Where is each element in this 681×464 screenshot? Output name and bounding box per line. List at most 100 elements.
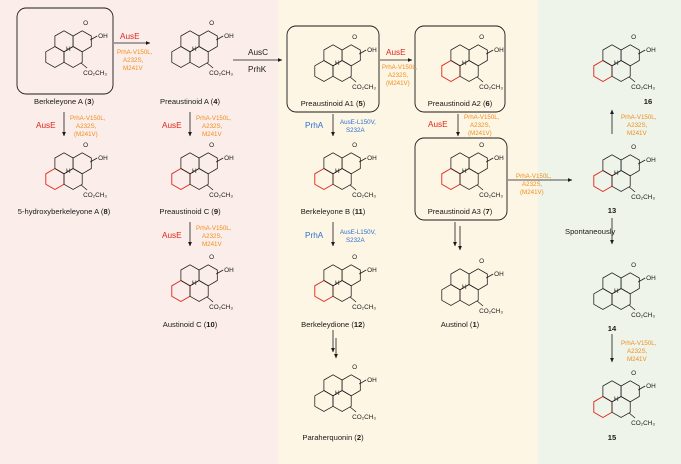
substituent-bond	[359, 379, 367, 385]
substituent-bond	[638, 49, 646, 55]
compound-number: 11	[355, 207, 364, 216]
ring-bond	[198, 264, 218, 287]
mutant-label: M241V	[202, 131, 222, 138]
compound-label-15: 15	[608, 433, 617, 442]
enzyme-label: AusE	[386, 48, 406, 57]
molecule-10: OH CO₂CH₃ H O	[171, 254, 234, 311]
compound-number: 1	[472, 320, 477, 329]
atom-ester: CO₂CH₃	[209, 304, 233, 311]
substituent-bond	[349, 184, 357, 191]
substituent-bond	[638, 277, 646, 283]
substituent-bond	[628, 304, 636, 311]
mutant-label: A232S,	[470, 122, 491, 129]
compound-labels: Berkeleyone A (3)Preaustinoid A (4)Preau…	[18, 97, 652, 442]
mutant-label: S232A	[346, 237, 365, 244]
compound-name-close: )	[361, 433, 364, 442]
atom-oh: OH	[224, 155, 234, 162]
atom-h: H	[462, 168, 467, 175]
substituent-bond	[359, 49, 367, 55]
atom-oh: OH	[224, 267, 234, 274]
substituent-bond	[349, 76, 357, 83]
substituent-bond	[80, 62, 88, 69]
compound-name: Austinoid C (	[163, 320, 207, 329]
compound-number: 5	[359, 99, 364, 108]
atom-o: O	[209, 142, 214, 149]
substituent-bond	[628, 186, 636, 193]
compound-name-close: )	[91, 97, 94, 106]
atom-h: H	[335, 60, 340, 67]
substituent-bond	[628, 412, 636, 419]
compound-name-close: )	[363, 99, 366, 108]
ring-bond	[341, 152, 361, 175]
compound-name: Preaustinoid C (	[159, 207, 214, 216]
compound-label-16: 16	[644, 97, 652, 106]
mutant-label: (M241V)	[520, 189, 544, 196]
compound-name-close: )	[362, 320, 365, 329]
substituent-bond	[349, 406, 357, 413]
compound-name: 5-hydroxyberkeleyone A (	[18, 207, 104, 216]
ring-bond	[198, 152, 218, 175]
compound-number: 3	[87, 97, 91, 106]
substituent-bond	[486, 49, 494, 55]
mutant-label: PrhA-V150L,	[516, 173, 552, 180]
atom-o: O	[352, 34, 357, 41]
substituent-bond	[638, 159, 646, 165]
ring-bond	[620, 380, 640, 403]
atom-o: O	[479, 258, 484, 265]
atom-oh: OH	[98, 33, 108, 40]
ring-bond	[198, 30, 218, 53]
compound-name-close: )	[477, 320, 480, 329]
atom-ester: CO₂CH₃	[83, 70, 107, 77]
mutant-label: M241V	[627, 356, 647, 363]
compound-number: 4	[213, 97, 218, 106]
mutant-label: (M241V)	[74, 131, 98, 138]
substituent-bond	[638, 385, 646, 391]
mutant-label: A232S,	[627, 122, 648, 129]
mutant-label: PrhA-V150L,	[382, 64, 418, 71]
atom-oh: OH	[367, 155, 377, 162]
substituent-bond	[216, 269, 224, 275]
atom-o: O	[631, 34, 636, 41]
atom-oh: OH	[494, 47, 504, 54]
mutant-label: PrhA-V150L,	[464, 114, 500, 121]
atom-oh: OH	[367, 267, 377, 274]
mutant-label: PrhA-V150L,	[196, 225, 232, 232]
mutant-label: AusE-L150V,	[340, 229, 376, 236]
ring-bond	[468, 152, 488, 175]
ring-bond	[341, 374, 361, 397]
atom-h: H	[192, 280, 197, 287]
atom-o: O	[209, 254, 214, 261]
compound-name-close: )	[363, 207, 366, 216]
mutant-label: PrhA-V150L,	[117, 49, 153, 56]
compound-label-2: Paraherquonin (2)	[302, 433, 364, 442]
compound-number: 6	[486, 99, 490, 108]
atom-oh: OH	[646, 47, 656, 54]
enzyme-label: PrhA	[305, 231, 324, 240]
compound-label-1: Austinol (1)	[441, 320, 480, 329]
compound-name: Paraherquonin (	[302, 433, 357, 442]
ring-bond	[620, 44, 640, 67]
compound-label-11: Berkeleyone B (11)	[301, 207, 366, 216]
compound-name-close: )	[218, 207, 221, 216]
substituent-bond	[486, 157, 494, 163]
atom-ester: CO₂CH₃	[209, 192, 233, 199]
mutant-label: S232A	[346, 127, 365, 134]
enzyme-label: AusE	[428, 120, 448, 129]
atom-h: H	[335, 168, 340, 175]
compound-label-9: Preaustinoid C (9)	[159, 207, 221, 216]
mutant-label: (M241V)	[468, 130, 492, 137]
enzyme-label: AusE	[120, 32, 140, 41]
mutant-label: M241V	[202, 241, 222, 248]
atom-o: O	[631, 262, 636, 269]
mutant-label: PrhA-V150L,	[621, 114, 657, 121]
mutant-label: PrhA-V150L,	[70, 115, 106, 122]
atom-h: H	[192, 46, 197, 53]
compound-label-7: Preaustinoid A3 (7)	[428, 207, 493, 216]
atom-oh: OH	[646, 157, 656, 164]
enzyme-label: AusE	[162, 231, 182, 240]
